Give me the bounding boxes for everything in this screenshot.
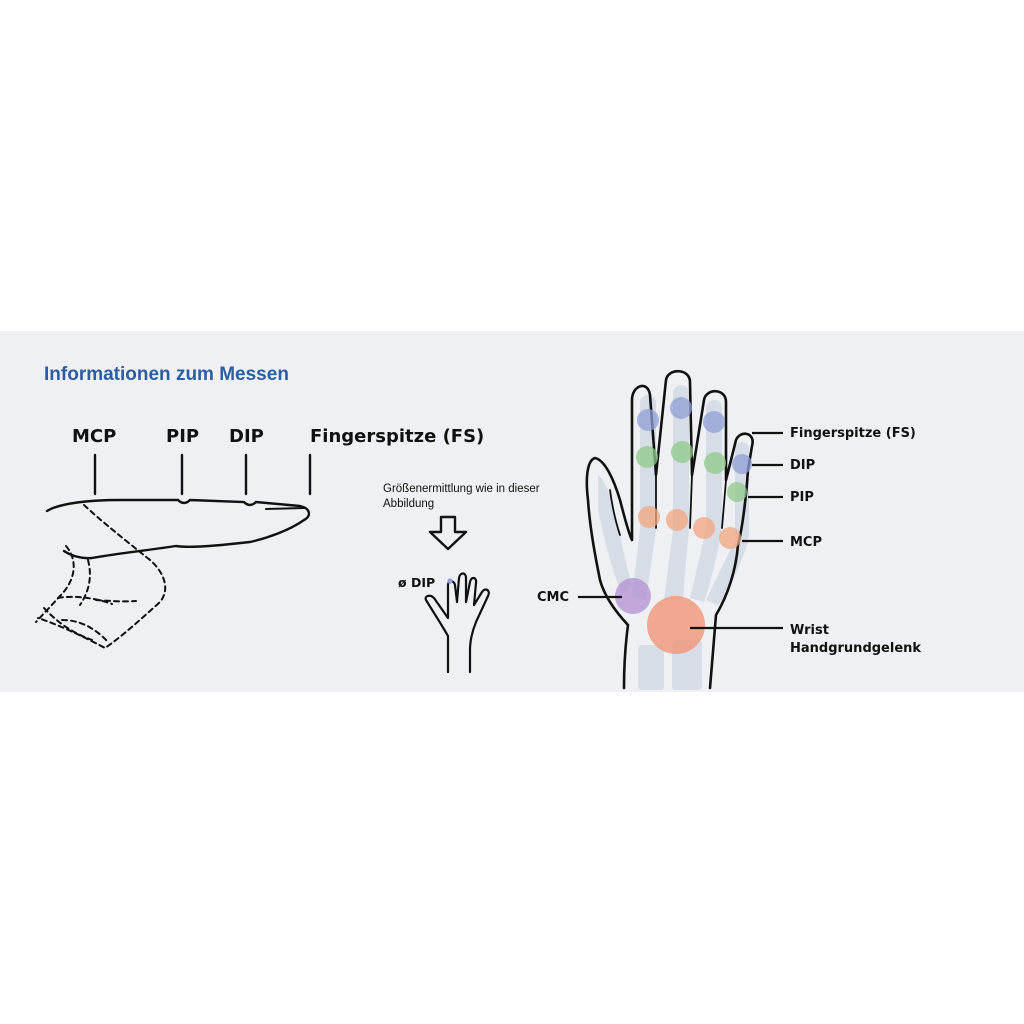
palm-dashed-outline bbox=[35, 504, 167, 650]
page-title: Informationen zum Messen bbox=[44, 364, 289, 385]
hand-label-pip: PIP bbox=[790, 490, 814, 505]
finger-label-pip: PIP bbox=[166, 426, 200, 447]
hand-label-dip: DIP bbox=[790, 458, 816, 473]
dip-diameter-label: ø DIP bbox=[398, 575, 436, 590]
down-arrow-icon bbox=[428, 515, 468, 551]
finger-label-tip: Fingerspitze (FS) bbox=[310, 426, 485, 447]
small-hand-icon bbox=[424, 572, 490, 674]
finger-side-illustration bbox=[35, 453, 312, 650]
leader-lines bbox=[578, 431, 783, 630]
mcp-joints bbox=[638, 506, 741, 549]
hand-label-cmc: CMC bbox=[537, 590, 570, 605]
hand-label-mcp: MCP bbox=[790, 535, 823, 550]
info-band bbox=[0, 331, 1024, 692]
cmc-joint bbox=[615, 578, 651, 614]
dip-joints bbox=[636, 441, 747, 502]
xray-hand-illustration bbox=[578, 369, 783, 690]
hand-label-handgrundgelenk: Handgrundgelenk bbox=[790, 641, 922, 656]
finger-label-mcp: MCP bbox=[72, 426, 117, 447]
hand-label-wrist: Wrist bbox=[790, 623, 829, 638]
hand-label-tip: Fingerspitze (FS) bbox=[790, 426, 916, 441]
dip-marker-dot bbox=[447, 578, 453, 584]
wrist-joint bbox=[647, 596, 705, 654]
finger-label-dip: DIP bbox=[229, 426, 264, 447]
sizing-note: Größenermittlung wie in dieser Abbildung bbox=[383, 483, 540, 510]
finger-outline bbox=[45, 498, 311, 560]
tip-joints bbox=[637, 397, 752, 474]
